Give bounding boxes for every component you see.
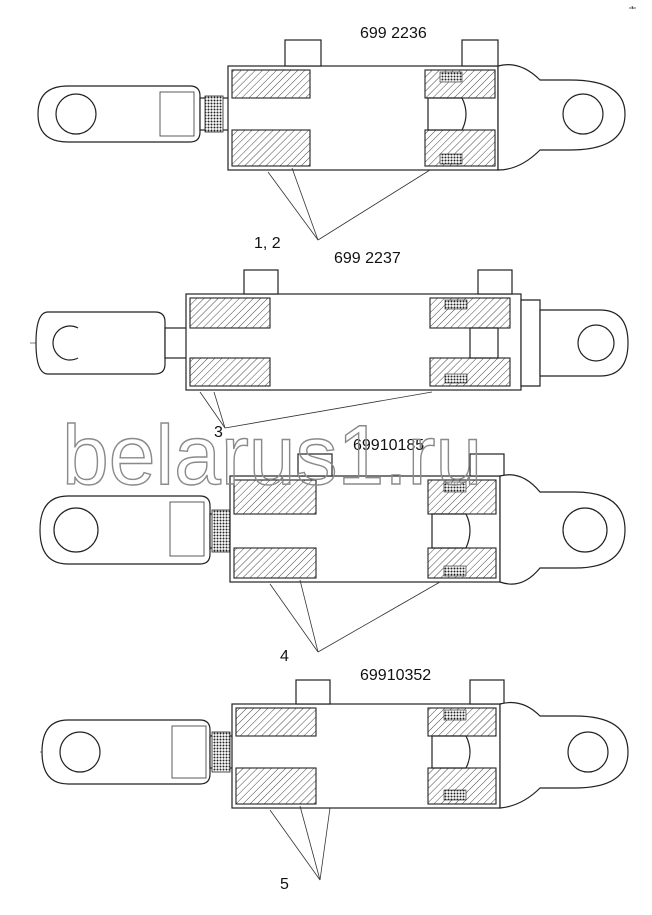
rod-eye-bore (55, 93, 97, 135)
rod-eye-thread (159, 91, 195, 137)
gland-top (231, 69, 311, 99)
leader (213, 391, 226, 429)
port-rod-side (295, 679, 331, 705)
callout-label: 1, 2 (254, 235, 281, 252)
callout-label: 4 (280, 648, 289, 665)
port-rod-side (243, 269, 279, 295)
leader (319, 807, 331, 881)
leader (269, 809, 321, 881)
part-number: 699 2237 (334, 250, 401, 267)
rod-nut (211, 509, 231, 553)
callout-label: 5 (280, 876, 289, 893)
leader (224, 391, 433, 429)
rod-eye (35, 311, 166, 375)
seal-bottom (443, 789, 467, 801)
port-cap-side (469, 453, 505, 477)
cap-eye (499, 701, 629, 809)
callout-label: 3 (214, 424, 223, 441)
leader (267, 171, 319, 241)
leader (317, 169, 431, 241)
leader (269, 583, 319, 653)
port-rod-side (297, 453, 333, 477)
piston-nut (469, 327, 499, 359)
rod-eye-bore (59, 731, 101, 773)
watermark: belarus1.ru (62, 408, 482, 502)
seal-top (444, 299, 468, 310)
gland-bottom (231, 129, 311, 167)
port-cap-side (469, 679, 505, 705)
piston-top (427, 707, 497, 737)
cylinder-2: 699 2237 3 (30, 250, 629, 441)
part-number: 699 2236 (360, 25, 427, 42)
cap-eye-bore (567, 731, 609, 773)
corner-mark (629, 5, 636, 10)
port-cap-side (461, 39, 499, 67)
rod-eye (37, 85, 201, 143)
port-cap-side (477, 269, 513, 295)
end-cap (520, 299, 541, 387)
rod-nut (204, 95, 224, 133)
seal-bottom (439, 153, 463, 165)
rod-eye (39, 495, 211, 565)
rod-eye-bore (53, 507, 99, 553)
part-number: 69910185 (353, 437, 424, 454)
gland-top (233, 479, 317, 515)
rod-eye-bore (52, 325, 79, 361)
rod-nut (211, 731, 231, 773)
leader (299, 805, 321, 881)
cap-eye-bore (577, 324, 615, 362)
gland-bottom (235, 767, 317, 805)
piston-nut (431, 735, 471, 769)
seal-top (439, 71, 463, 83)
seal-bottom (443, 565, 467, 577)
cylinder-1: 699 2236 1, 2 (37, 25, 626, 252)
part-number: 69910352 (360, 667, 431, 684)
leader (291, 167, 319, 241)
rod-eye-thread (171, 725, 207, 779)
cap-eye-bore (562, 507, 608, 553)
piston-nut (431, 513, 471, 549)
cap-eye (497, 64, 626, 171)
gland-top (189, 297, 271, 329)
cap-eye (539, 309, 629, 377)
gland-bottom (233, 547, 317, 579)
rod-eye-thread (169, 501, 205, 557)
rod-eye (41, 719, 211, 785)
cylinder-3: 69910185 4 (39, 437, 626, 665)
leader (299, 579, 319, 653)
piston-bottom (429, 357, 511, 387)
leader (199, 391, 226, 429)
seal-top (443, 709, 467, 721)
cylinder-4: 69910352 5 (40, 667, 629, 893)
cap-eye-bore (562, 93, 604, 135)
piston-top (429, 297, 511, 329)
leader (317, 581, 441, 653)
gland-top (235, 707, 317, 737)
seal-bottom (444, 373, 468, 384)
port-rod-side (284, 39, 322, 67)
piston-nut (427, 97, 467, 131)
gland-bottom (189, 357, 271, 387)
seal-top (443, 481, 467, 493)
